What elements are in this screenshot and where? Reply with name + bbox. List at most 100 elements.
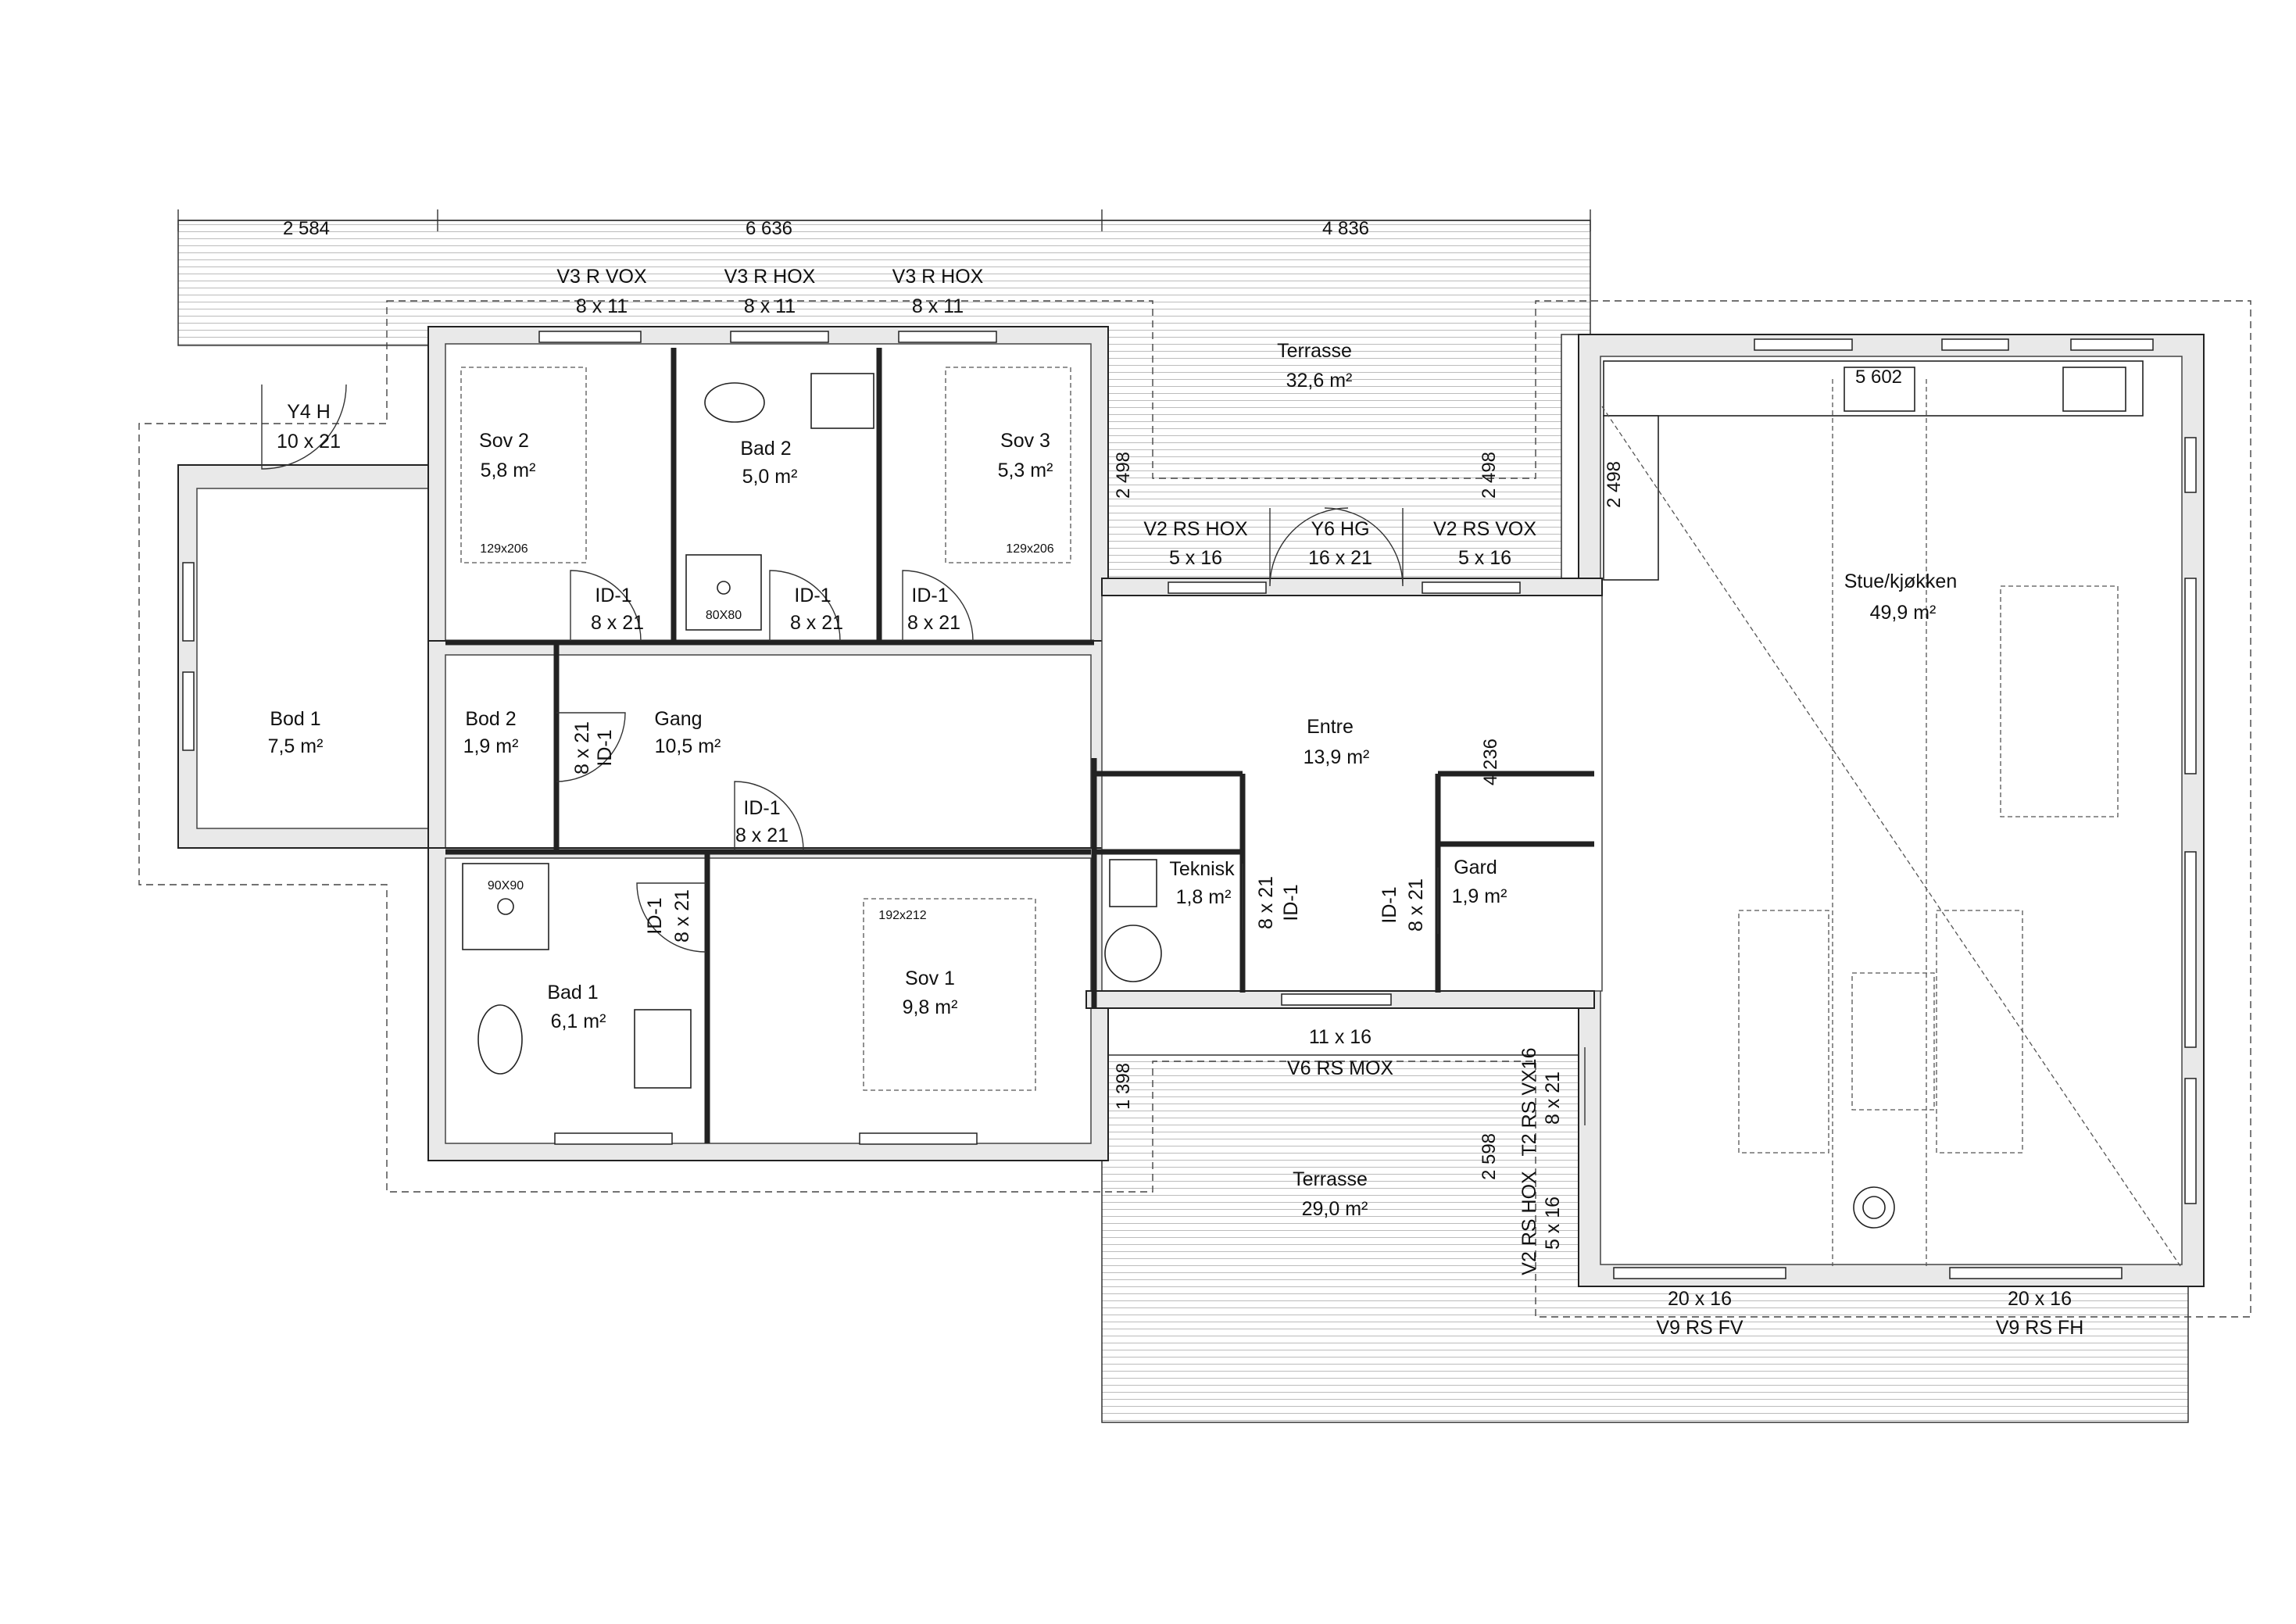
opening-size: 5 x 16 <box>1169 547 1222 569</box>
dining-table <box>2000 585 2119 817</box>
dim-top-1: 2 584 <box>283 218 330 239</box>
room-name: Stue/kjøkken <box>1844 571 1958 592</box>
opening-type: V3 R HOX <box>724 266 816 288</box>
opening-size: 10 x 21 <box>277 431 341 453</box>
room-area: 10,5 m² <box>655 735 721 757</box>
shower-size: 80X80 <box>706 609 742 622</box>
interior-walls <box>445 348 1594 1143</box>
room-name: Gard <box>1454 857 1497 878</box>
opening-size: 8 x 21 <box>671 889 693 943</box>
dim-terrace-south: 1 398 <box>1113 1063 1134 1110</box>
room-name: Teknisk <box>1169 858 1235 880</box>
opening-tags: V3 R VOX 8 x 11 V3 R HOX 8 x 11 V3 R HOX… <box>277 266 2083 1339</box>
dim-top-3: 4 836 <box>1322 218 1369 239</box>
dim-terrace-right: 2 498 <box>1479 452 1500 499</box>
dim-entre: 4 236 <box>1480 739 1501 785</box>
kitchen-sink-icon <box>1844 367 1915 412</box>
bed-sov1 <box>863 898 1036 1091</box>
room-labels: Bod 1 7,5 m² Bod 2 1,9 m² Sov 2 5,8 m² 1… <box>268 340 1958 1220</box>
kitchen-counter-side <box>1603 415 1659 581</box>
room-area: 5,8 m² <box>481 460 536 481</box>
furniture <box>460 367 2181 1267</box>
bed-sov2 <box>460 367 587 563</box>
opening-type: ID-1 <box>594 729 616 766</box>
opening-size: 8 x 11 <box>744 295 796 317</box>
room-name: Gang <box>654 708 702 730</box>
room-area: 6,1 m² <box>551 1011 606 1032</box>
toilet-icon <box>477 1004 523 1075</box>
room-name: Sov 2 <box>479 430 529 452</box>
opening-type: V2 RS VOX <box>1433 518 1536 540</box>
opening-size: 8 x 11 <box>576 295 628 317</box>
stove-icon <box>2062 367 2126 412</box>
doors <box>261 384 1586 1125</box>
opening-type: ID-1 <box>644 897 666 934</box>
opening-type: V9 RS FH <box>1996 1317 2084 1339</box>
windows <box>182 331 2197 1279</box>
opening-size: 5 x 16 <box>1458 547 1511 569</box>
water-heater-icon <box>1109 859 1157 907</box>
dim-kitchen-width: 5 602 <box>1855 367 1902 388</box>
roof-overhang <box>138 300 2251 1318</box>
dim-terrace-left: 2 498 <box>1113 452 1134 499</box>
opening-size: 8 x 21 <box>1255 876 1277 929</box>
tank-icon <box>1104 925 1162 982</box>
opening-size: 11 x 16 <box>1309 1026 1372 1048</box>
opening-size: 20 x 16 <box>1668 1288 1732 1310</box>
opening-type: ID-1 <box>794 585 831 606</box>
vertical-dimensions: 2 498 2 498 2 498 5 602 4 236 1 398 2 59… <box>1113 367 1902 1180</box>
room-name: Sov 1 <box>905 968 955 989</box>
opening-type: V2 RS HOX <box>1143 518 1248 540</box>
opening-size: 8 x 21 <box>907 612 960 634</box>
top-dimension-line: 2 584 6 636 4 836 <box>177 209 1591 239</box>
opening-type: ID-1 <box>911 585 948 606</box>
room-area: 13,9 m² <box>1304 746 1370 768</box>
bed-size: 129x206 <box>1006 542 1053 556</box>
opening-type: V6 RS MOX <box>1287 1057 1393 1079</box>
opening-size: 8 x 21 <box>1542 1071 1564 1125</box>
dim-top-2: 6 636 <box>746 218 792 239</box>
room-name: Entre <box>1307 716 1354 738</box>
room-area: 29,0 m² <box>1302 1198 1368 1220</box>
room-area: 1,9 m² <box>1452 885 1507 907</box>
room-name: Terrasse <box>1277 340 1352 362</box>
room-area: 5,0 m² <box>742 466 798 488</box>
room-name: Terrasse <box>1293 1168 1368 1190</box>
opening-size: 8 x 21 <box>790 612 843 634</box>
sofa-left <box>1738 910 1829 1154</box>
room-area: 1,9 m² <box>463 735 519 757</box>
drain-icon <box>497 898 514 915</box>
opening-type: ID-1 <box>743 797 780 819</box>
room-area: 5,3 m² <box>998 460 1053 481</box>
room-area: 9,8 m² <box>903 996 958 1018</box>
bed-size: 192x212 <box>878 909 926 922</box>
opening-size: 8 x 21 <box>571 721 593 774</box>
opening-size: 5 x 16 <box>1542 1197 1564 1250</box>
room-area: 49,9 m² <box>1870 602 1937 624</box>
opening-size: 16 x 21 <box>1308 547 1372 569</box>
fixtures <box>462 360 2144 1229</box>
exterior-walls <box>177 326 2205 1287</box>
opening-type: Y4 H <box>287 401 331 423</box>
room-area: 32,6 m² <box>1286 370 1353 392</box>
opening-type: Y6 HG <box>1311 518 1369 540</box>
opening-type: V3 R VOX <box>556 266 647 288</box>
room-name: Sov 3 <box>1000 430 1050 452</box>
dim-kitchen-wall: 2 498 <box>1604 461 1625 508</box>
room-name: Bod 1 <box>270 708 320 730</box>
opening-size: 8 x 21 <box>591 612 644 634</box>
opening-type: V9 RS FV <box>1656 1317 1743 1339</box>
drain-icon <box>717 581 731 595</box>
opening-type: T2 RS VX16 <box>1518 1048 1540 1157</box>
opening-type: ID-1 <box>595 585 631 606</box>
shower-size: 90X90 <box>488 879 524 892</box>
room-name: Bad 1 <box>547 982 598 1003</box>
room-area: 1,8 m² <box>1176 886 1232 908</box>
opening-size: 8 x 21 <box>735 825 789 846</box>
opening-size: 8 x 11 <box>912 295 964 317</box>
opening-type: ID-1 <box>1280 884 1302 921</box>
opening-type: ID-1 <box>1379 886 1400 923</box>
room-area: 7,5 m² <box>268 735 324 757</box>
opening-size: 20 x 16 <box>2008 1288 2072 1310</box>
